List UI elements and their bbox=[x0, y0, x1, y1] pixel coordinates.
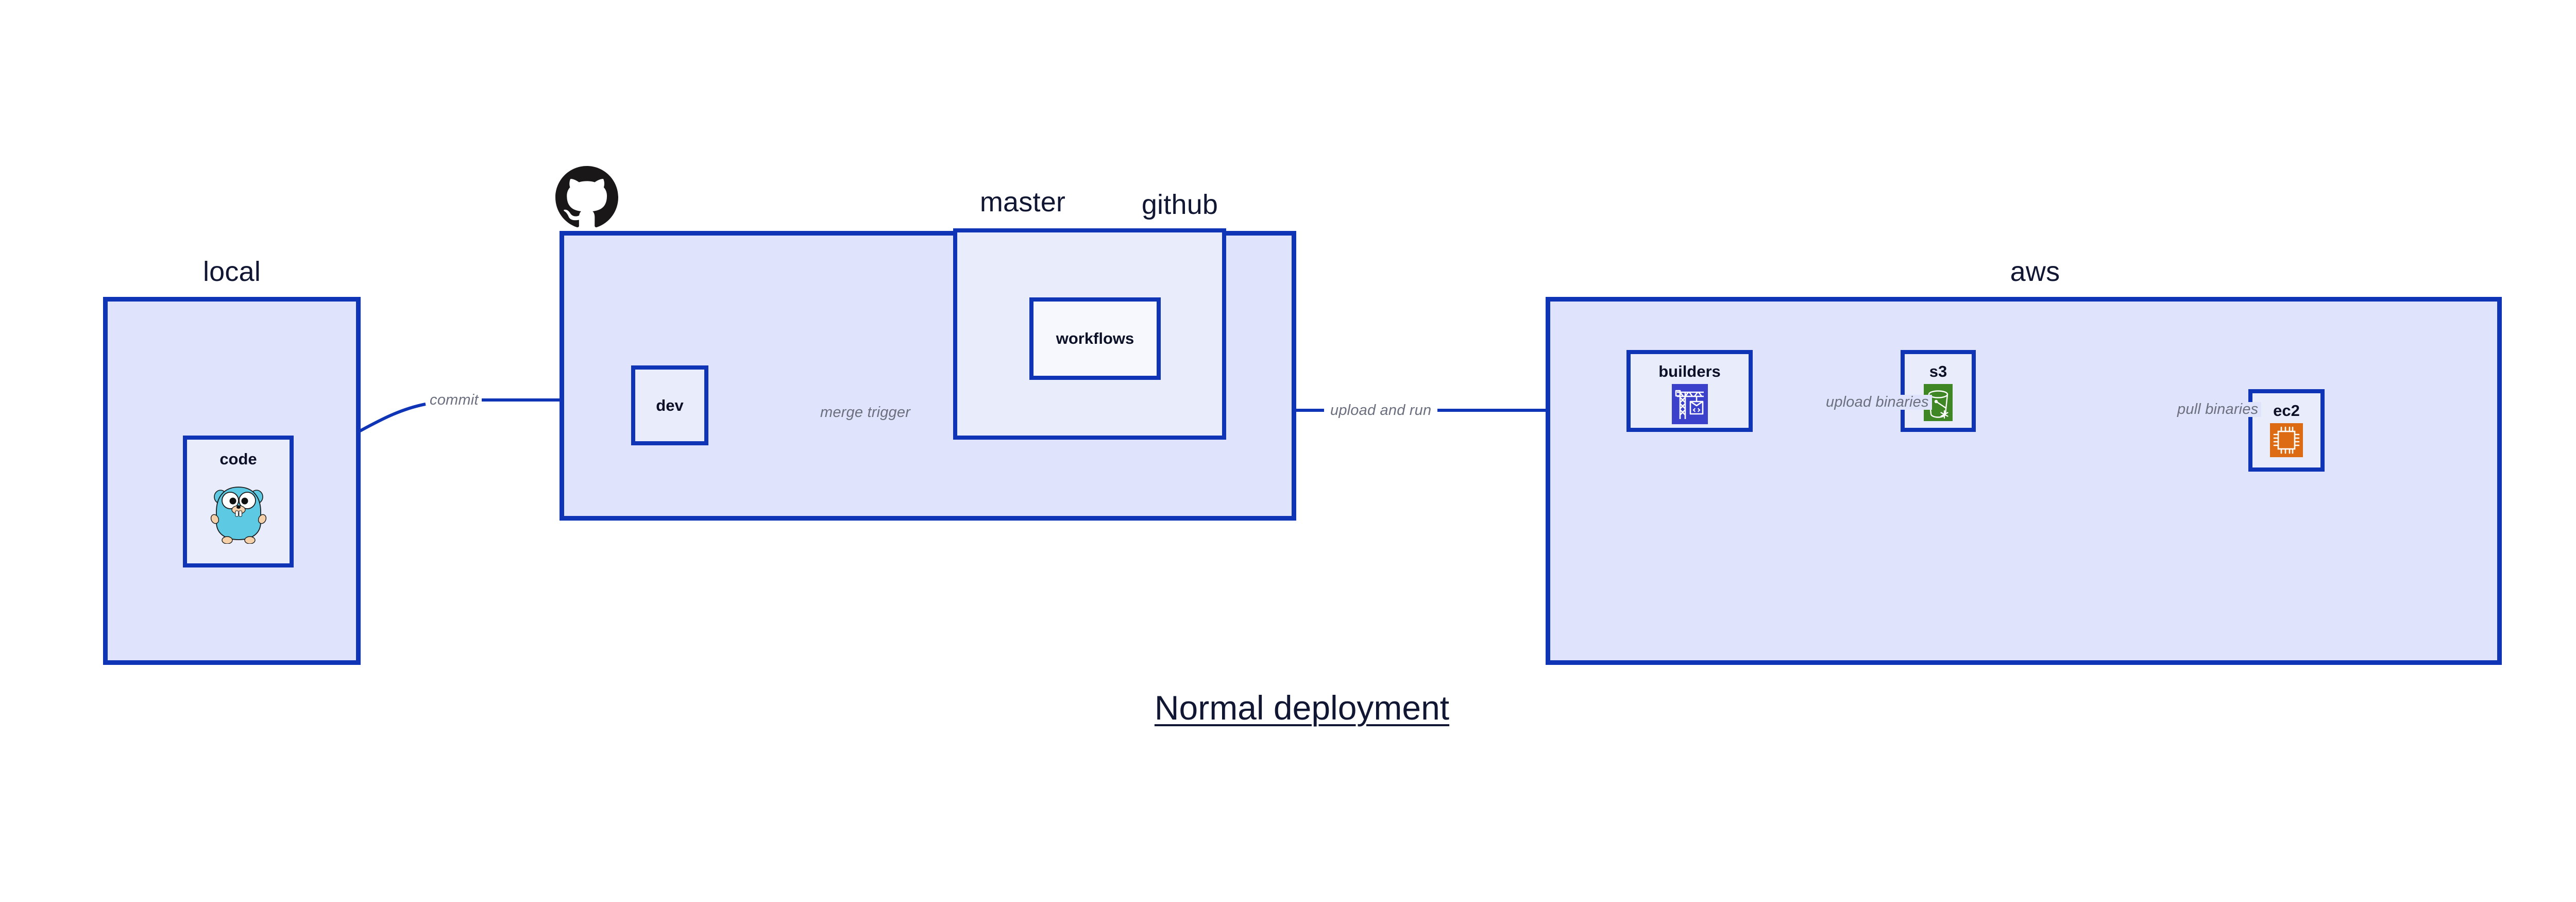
edge-label-merge-trigger: merge trigger bbox=[817, 405, 914, 420]
edge-label-pull-binaries: pull binaries bbox=[2174, 402, 2262, 417]
go-gopher-icon bbox=[210, 480, 267, 544]
group-local[interactable]: code bbox=[103, 297, 361, 665]
node-label-ec2: ec2 bbox=[2273, 402, 2300, 420]
aws-ec2-chip-icon bbox=[2270, 423, 2303, 457]
subgroup-master[interactable]: workflows bbox=[953, 228, 1226, 440]
node-code[interactable]: code bbox=[183, 436, 294, 567]
diagram-title: Normal deployment bbox=[1154, 689, 1450, 727]
group-label-aws: aws bbox=[2010, 256, 2060, 287]
edge-label-upload-and-run: upload and run bbox=[1327, 403, 1435, 418]
group-label-local: local bbox=[202, 256, 261, 287]
node-label-builders: builders bbox=[1658, 362, 1721, 380]
edge-label-upload-binaries: upload binaries bbox=[1823, 395, 1932, 410]
group-aws[interactable]: builders bbox=[1546, 297, 2502, 665]
node-label-workflows: workflows bbox=[1056, 329, 1134, 347]
node-builders[interactable]: builders bbox=[1626, 350, 1753, 432]
aws-codebuild-crane-icon bbox=[1671, 384, 1708, 424]
node-label-dev: dev bbox=[656, 396, 684, 414]
node-s3[interactable]: s3 bbox=[1901, 350, 1976, 432]
node-label-code: code bbox=[219, 450, 257, 468]
edge-label-commit: commit bbox=[427, 393, 482, 408]
github-octocat-icon bbox=[555, 166, 618, 229]
node-workflows[interactable]: workflows bbox=[1029, 297, 1161, 380]
node-dev[interactable]: dev bbox=[631, 365, 708, 445]
node-ec2[interactable]: ec2 bbox=[2248, 389, 2325, 472]
node-label-s3: s3 bbox=[1929, 362, 1947, 380]
group-github[interactable]: dev master workflows bbox=[560, 188, 1296, 521]
subgroup-label-master: master bbox=[979, 187, 1066, 218]
group-label-github: github bbox=[1141, 189, 1218, 220]
